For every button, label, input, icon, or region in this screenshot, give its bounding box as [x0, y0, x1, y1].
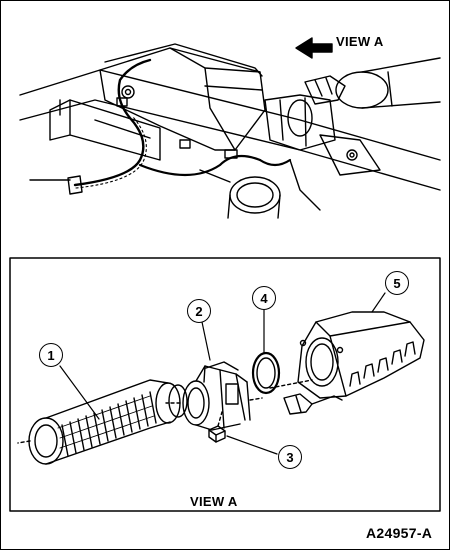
bolt [208, 411, 226, 443]
view-a-label-top: VIEW A [336, 34, 384, 49]
view-arrow [295, 37, 333, 59]
callout-2: 2 [187, 299, 211, 323]
detail-frame [9, 257, 441, 512]
engine-overview [19, 37, 441, 219]
gasket [251, 351, 281, 395]
air-tube [17, 379, 188, 465]
view-a-label-bottom: VIEW A [190, 494, 238, 509]
callout-3: 3 [278, 445, 302, 469]
callout-4: 4 [252, 286, 276, 310]
figure-code: A24957-A [366, 525, 433, 541]
callout-5: 5 [385, 271, 409, 295]
leader-lines [59, 292, 386, 455]
callout-1: 1 [39, 343, 63, 367]
intake-manifold [269, 311, 425, 415]
wiring-harness [73, 58, 152, 187]
throttle-body-overview [264, 94, 336, 151]
throttle-body [165, 361, 263, 431]
